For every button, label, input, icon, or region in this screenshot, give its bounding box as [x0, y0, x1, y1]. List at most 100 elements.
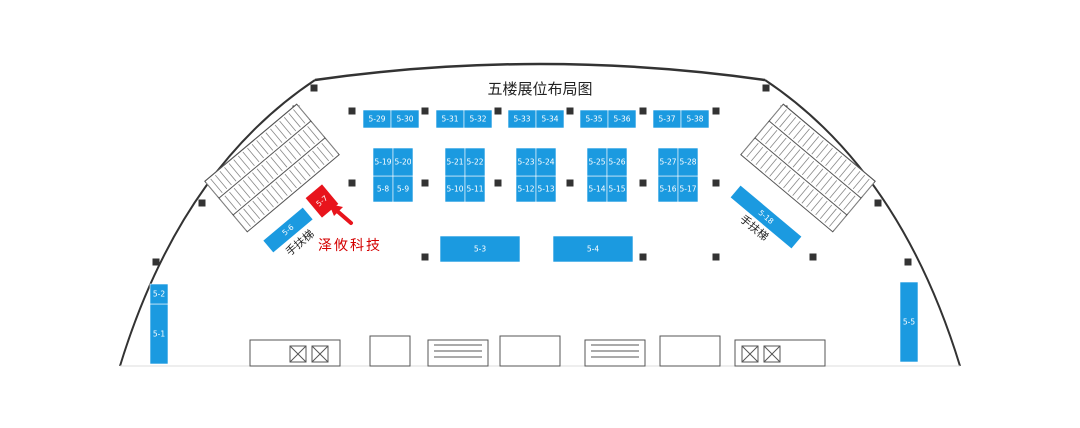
pillar-icon [198, 199, 206, 207]
hall-left-wall [119, 79, 316, 367]
booth-5-33: 5-33 [507, 109, 537, 129]
booth-label: 5-35 [585, 115, 602, 124]
booth-label: 5-33 [513, 115, 530, 124]
service-area [249, 335, 826, 367]
booth-5-4: 5-4 [552, 235, 634, 263]
pillar-icon [639, 179, 647, 187]
pillar-icon [639, 107, 647, 115]
restroom-block-3 [659, 335, 721, 367]
booth-5-17: 5-17 [677, 175, 699, 203]
booth-5-9: 5-9 [392, 175, 414, 203]
booth-label: 5-37 [658, 115, 675, 124]
stair-block-2 [427, 339, 489, 367]
booth-label: 5-13 [537, 185, 554, 194]
pillar-icon [421, 107, 429, 115]
booth-label: 5-2 [153, 290, 165, 299]
booth-5-28: 5-28 [677, 147, 699, 177]
booth-5-14: 5-14 [586, 175, 608, 203]
booth-label: 5-38 [686, 115, 703, 124]
booth-5-1: 5-1 [149, 303, 169, 365]
pillar-icon [874, 199, 882, 207]
pillar-icon [494, 179, 502, 187]
booth-5-21: 5-21 [444, 147, 466, 177]
red-arrow-icon [329, 204, 353, 225]
booth-5-30: 5-30 [390, 109, 420, 129]
booth-5-34: 5-34 [535, 109, 565, 129]
booth-label: 5-32 [469, 115, 486, 124]
booth-label: 5-25 [588, 158, 605, 167]
restroom-block-2 [499, 335, 561, 367]
pillar-icon [712, 253, 720, 261]
booth-5-37: 5-37 [652, 109, 682, 129]
booth-label: 5-11 [466, 185, 483, 194]
booth-5-29: 5-29 [362, 109, 392, 129]
booth-label: 5-4 [587, 245, 599, 254]
booth-label: 5-1 [153, 330, 165, 339]
booth-label: 5-14 [588, 185, 605, 194]
booth-5-31: 5-31 [435, 109, 465, 129]
booth-label: 5-5 [903, 318, 915, 327]
escalator-left [204, 103, 340, 233]
booth-5-8: 5-8 [372, 175, 394, 203]
escalator-icon [740, 103, 876, 233]
booth-5-19: 5-19 [372, 147, 394, 177]
pillar-icon [421, 253, 429, 261]
pillar-icon [566, 107, 574, 115]
restroom-block-1 [369, 335, 411, 367]
booth-5-11: 5-11 [464, 175, 486, 203]
pillar-icon [904, 258, 912, 266]
map-title: 五楼展位布局图 [487, 80, 592, 98]
booth-5-23: 5-23 [515, 147, 537, 177]
booth-5-24: 5-24 [535, 147, 557, 177]
pillar-icon [809, 253, 817, 261]
booth-label: 5-8 [377, 185, 389, 194]
pillar-icon [566, 179, 574, 187]
pillar-icon [348, 107, 356, 115]
escalator-icon [204, 103, 340, 233]
pillar-icon [152, 258, 160, 266]
pillar-icon [712, 107, 720, 115]
booth-5-2: 5-2 [149, 283, 169, 305]
booth-label: 5-20 [394, 158, 411, 167]
pillar-icon [712, 179, 720, 187]
booth-5-38: 5-38 [680, 109, 710, 129]
booth-5-18: 5-18 [729, 184, 803, 250]
pillar-icon [421, 179, 429, 187]
booth-5-22: 5-22 [464, 147, 486, 177]
elevator-3 [741, 345, 759, 363]
booth-label: 5-3 [474, 245, 486, 254]
booth-5-15: 5-15 [606, 175, 628, 203]
booth-label: 5-21 [446, 158, 463, 167]
booth-label: 5-28 [679, 158, 696, 167]
booth-5-32: 5-32 [463, 109, 493, 129]
stair-block-3 [584, 339, 646, 367]
booth-label: 5-30 [396, 115, 413, 124]
booth-label: 5-31 [441, 115, 458, 124]
booth-label: 5-17 [679, 185, 696, 194]
booth-5-36: 5-36 [607, 109, 637, 129]
booth-label: 5-29 [368, 115, 385, 124]
pillar-icon [348, 179, 356, 187]
booth-5-26: 5-26 [606, 147, 628, 177]
booth-label: 5-22 [466, 158, 483, 167]
booth-5-12: 5-12 [515, 175, 537, 203]
booth-label: 5-9 [397, 185, 409, 194]
booth-5-27: 5-27 [657, 147, 679, 177]
booth-5-5: 5-5 [899, 281, 919, 363]
booth-label: 5-15 [608, 185, 625, 194]
stair-block-1 [249, 339, 341, 367]
booth-label: 5-26 [608, 158, 625, 167]
stair-block-4 [734, 339, 826, 367]
elevator-2 [311, 345, 329, 363]
pillar-icon [762, 84, 770, 92]
pillar-icon [494, 107, 502, 115]
hall-right-wall [764, 79, 961, 367]
elevator-4 [763, 345, 781, 363]
pillar-icon [310, 84, 318, 92]
booth-label: 5-34 [541, 115, 558, 124]
booth-label: 5-24 [537, 158, 554, 167]
booth-5-6: 5-6 [262, 206, 314, 254]
booth-5-20: 5-20 [392, 147, 414, 177]
